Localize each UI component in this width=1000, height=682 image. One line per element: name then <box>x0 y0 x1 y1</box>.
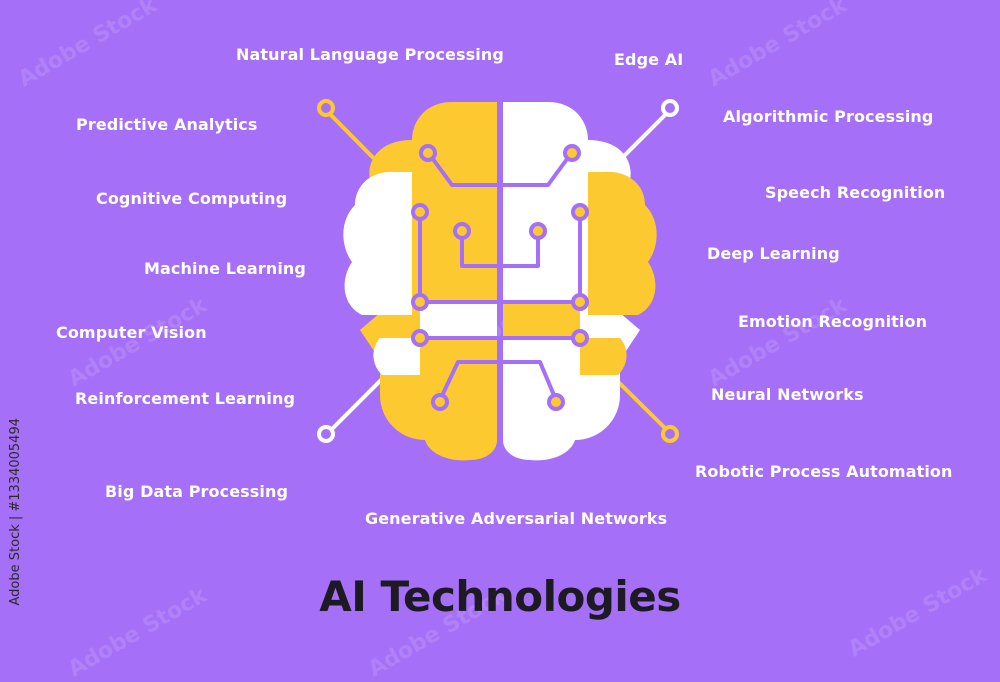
connector-nodes <box>317 99 679 443</box>
label-speech-recognition: Speech Recognition <box>765 183 946 202</box>
label-robotic-process-automation: Robotic Process Automation <box>695 462 953 481</box>
label-reinforcement-learning: Reinforcement Learning <box>75 389 296 408</box>
label-natural-language-processing: Natural Language Processing <box>236 45 504 64</box>
brain-circuit-icon <box>317 99 679 461</box>
label-edge-ai: Edge AI <box>614 50 684 69</box>
label-emotion-recognition: Emotion Recognition <box>738 312 928 331</box>
page-title: AI Technologies <box>319 572 681 621</box>
label-algorithmic-processing: Algorithmic Processing <box>723 107 934 126</box>
label-generative-adversarial-networks: Generative Adversarial Networks <box>365 509 668 528</box>
label-big-data-processing: Big Data Processing <box>105 482 289 501</box>
label-neural-networks: Neural Networks <box>711 385 864 404</box>
label-deep-learning: Deep Learning <box>707 244 840 263</box>
brain-right-hemisphere <box>503 102 657 461</box>
label-predictive-analytics: Predictive Analytics <box>76 115 258 134</box>
label-computer-vision: Computer Vision <box>56 323 207 342</box>
stock-credit: Adobe Stock | #1334005494 <box>8 418 23 606</box>
circuit-nodes <box>411 144 589 411</box>
circuit-traces <box>418 153 582 402</box>
label-cognitive-computing: Cognitive Computing <box>96 189 288 208</box>
brain-left-hemisphere <box>343 102 497 461</box>
label-machine-learning: Machine Learning <box>144 259 306 278</box>
